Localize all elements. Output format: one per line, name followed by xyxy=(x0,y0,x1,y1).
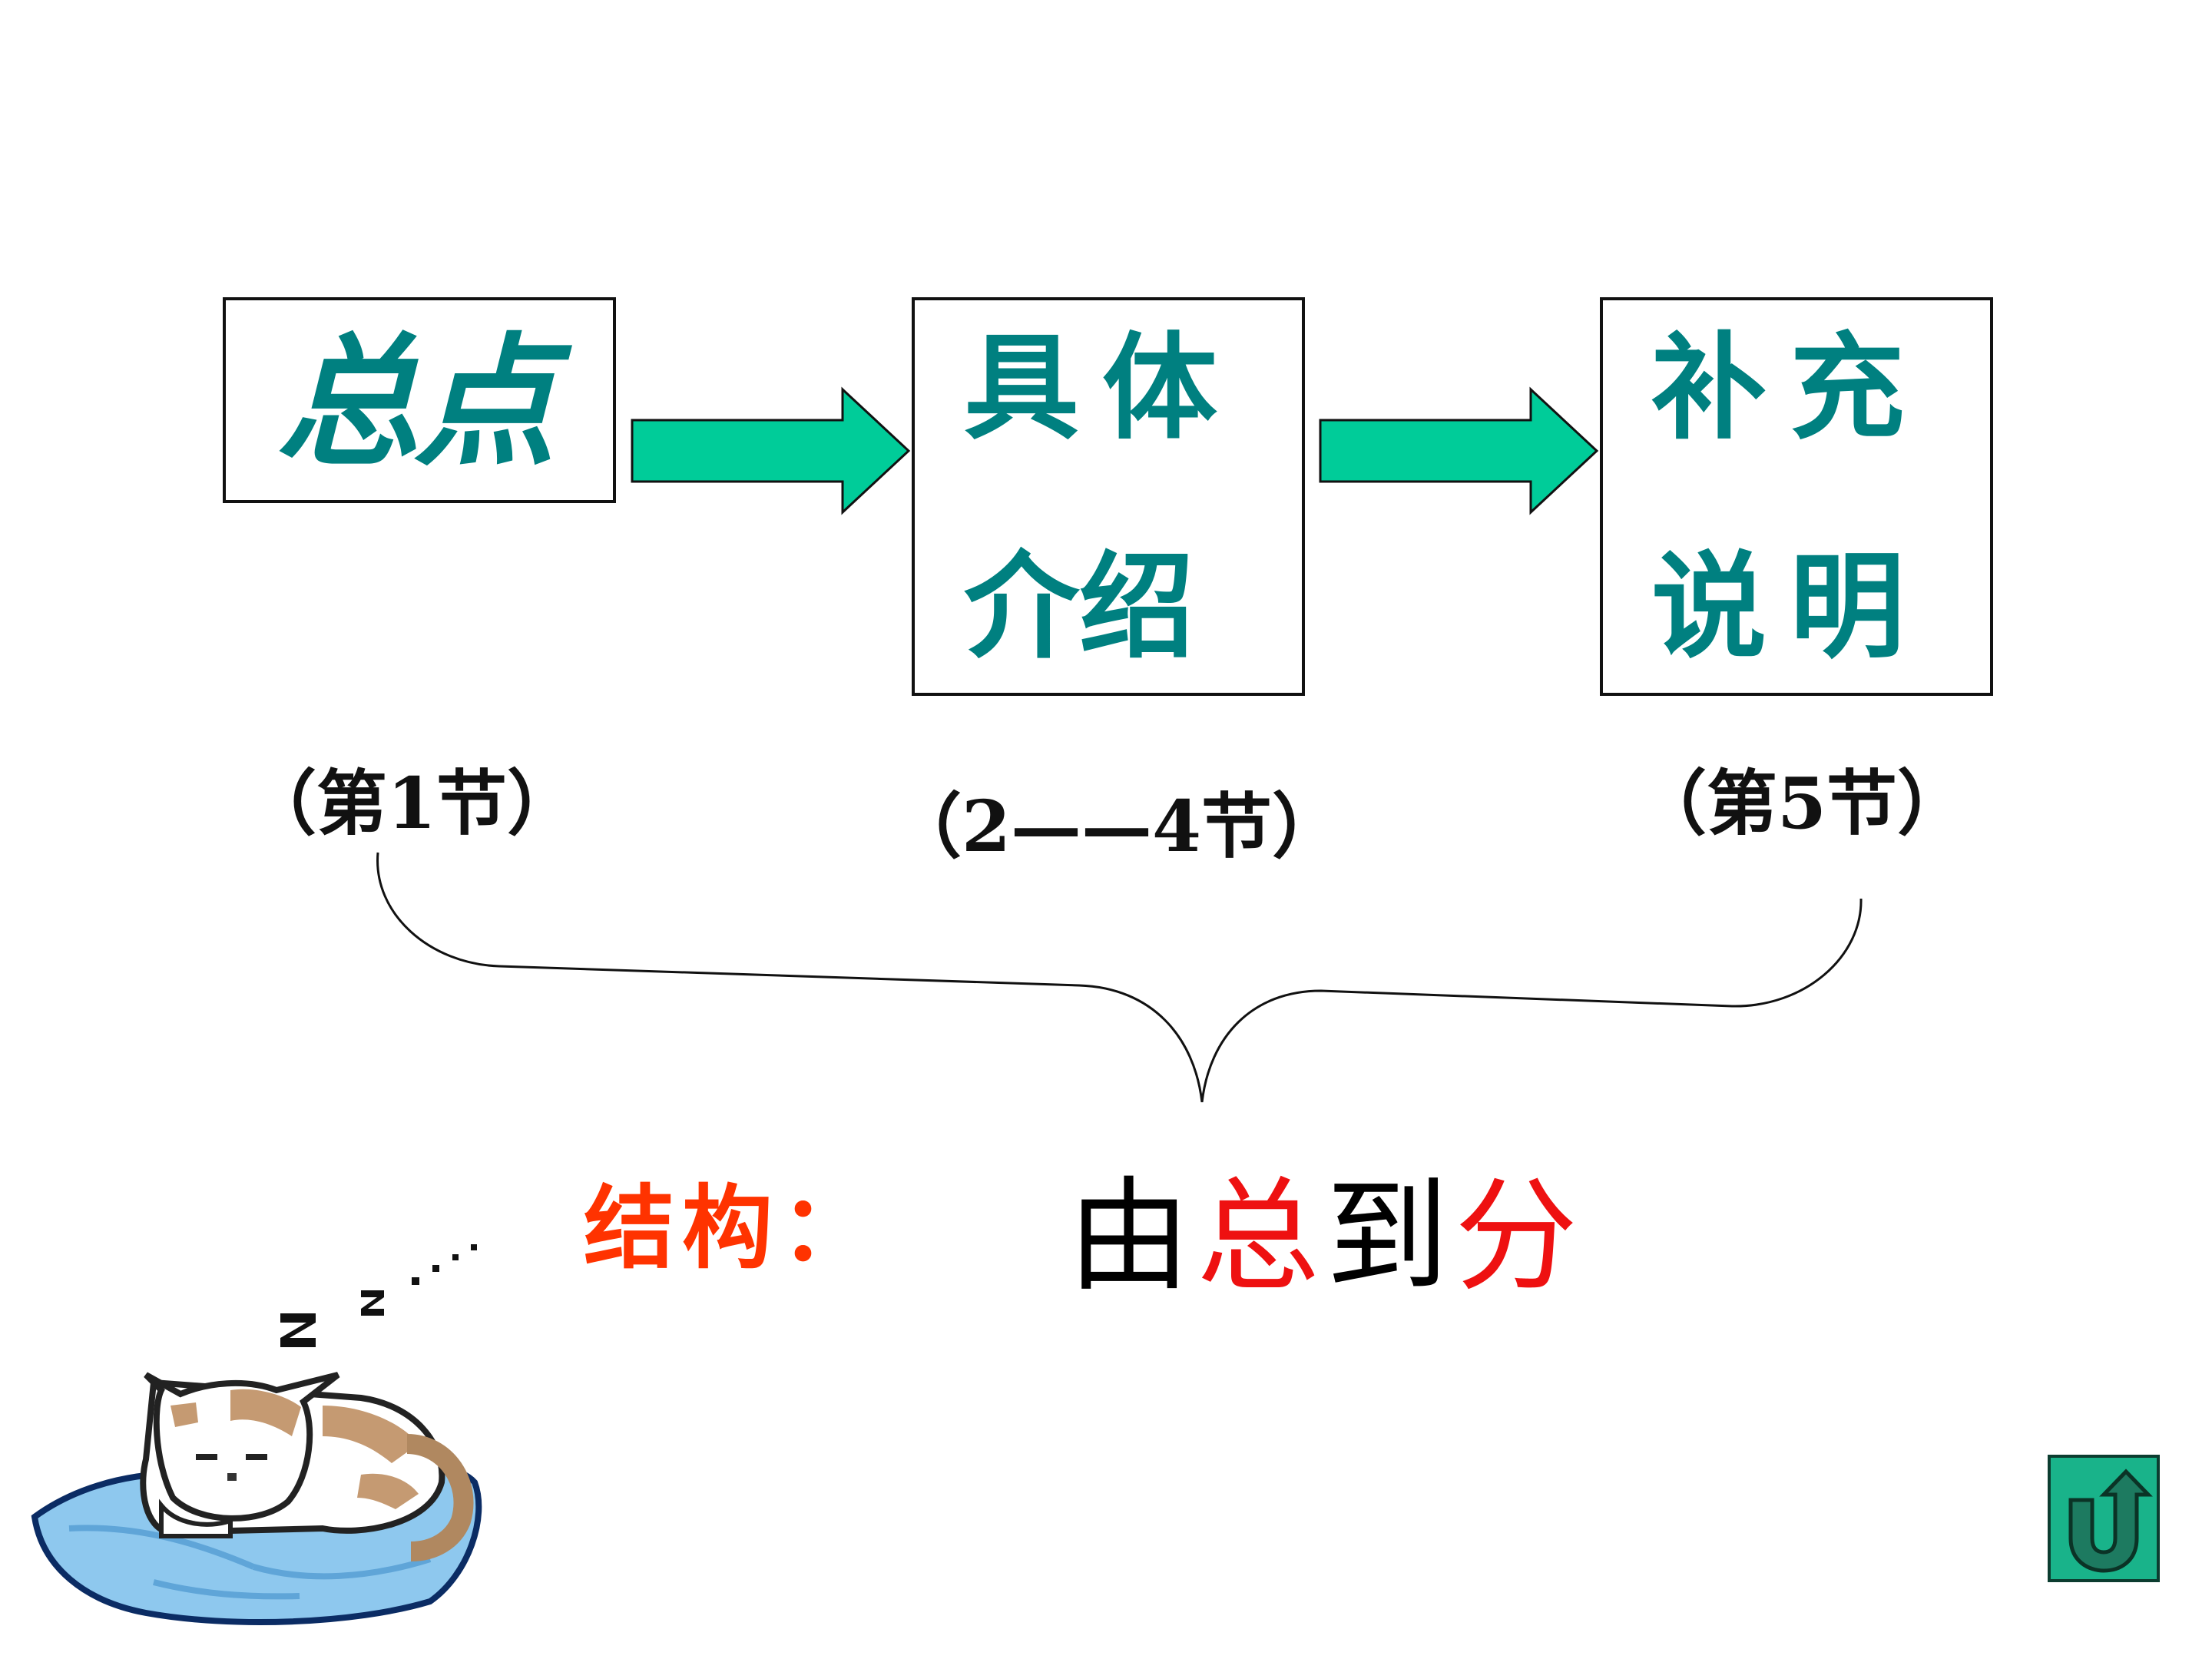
box-supplement-line2: 说明 xyxy=(1651,539,1929,674)
right-arrow-icon xyxy=(1319,386,1599,515)
box-supplement xyxy=(1600,297,1993,696)
section-label-2: （2——4节） xyxy=(891,785,1343,868)
structure-char-fen: 分 xyxy=(1455,1164,1584,1308)
sleep-marks xyxy=(280,1244,477,1347)
section-label-1: （第1节） xyxy=(246,762,578,845)
structure-value: 由总到分 xyxy=(1068,1175,1584,1298)
box-summary-text: 总点 xyxy=(276,320,556,485)
box-summary xyxy=(223,297,616,503)
section-label-3: （第5节） xyxy=(1636,762,1969,845)
box-details xyxy=(912,297,1305,696)
structure-char-you: 由 xyxy=(1068,1164,1197,1308)
structure-char-dao: 到 xyxy=(1326,1164,1455,1308)
u-turn-arrow-icon xyxy=(2068,1469,2153,1573)
box-supplement-line1: 补充 xyxy=(1651,320,1929,455)
structure-label: 结构： xyxy=(584,1175,879,1281)
right-arrow-icon xyxy=(631,386,911,515)
curly-brace-icon xyxy=(376,852,1863,1103)
box-details-line2: 介绍 xyxy=(964,539,1195,674)
back-button[interactable] xyxy=(2048,1455,2160,1582)
structure-char-zong: 总 xyxy=(1197,1164,1326,1308)
box-details-line1: 具体 xyxy=(964,320,1241,455)
sleeping-cat-icon xyxy=(31,1372,482,1625)
